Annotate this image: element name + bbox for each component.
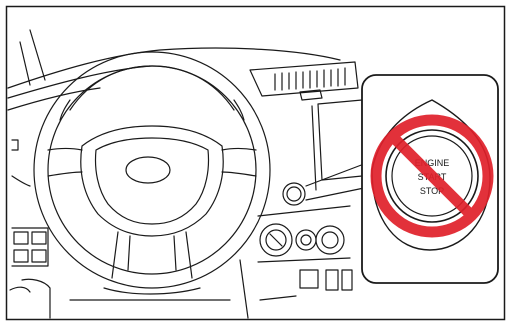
callout-line-bottom [306,188,364,200]
dash-start-button [283,183,305,205]
steering-hub [81,126,223,236]
center-vent [275,68,345,90]
inset-callout: ENGINE START STOP [362,75,498,283]
climate-controls [240,206,352,318]
steering-wheel-rim [34,52,270,288]
dashboard-drawing [8,30,364,318]
emblem [126,157,170,183]
infotainment-screen [318,100,362,180]
left-switch-panel [10,228,50,318]
